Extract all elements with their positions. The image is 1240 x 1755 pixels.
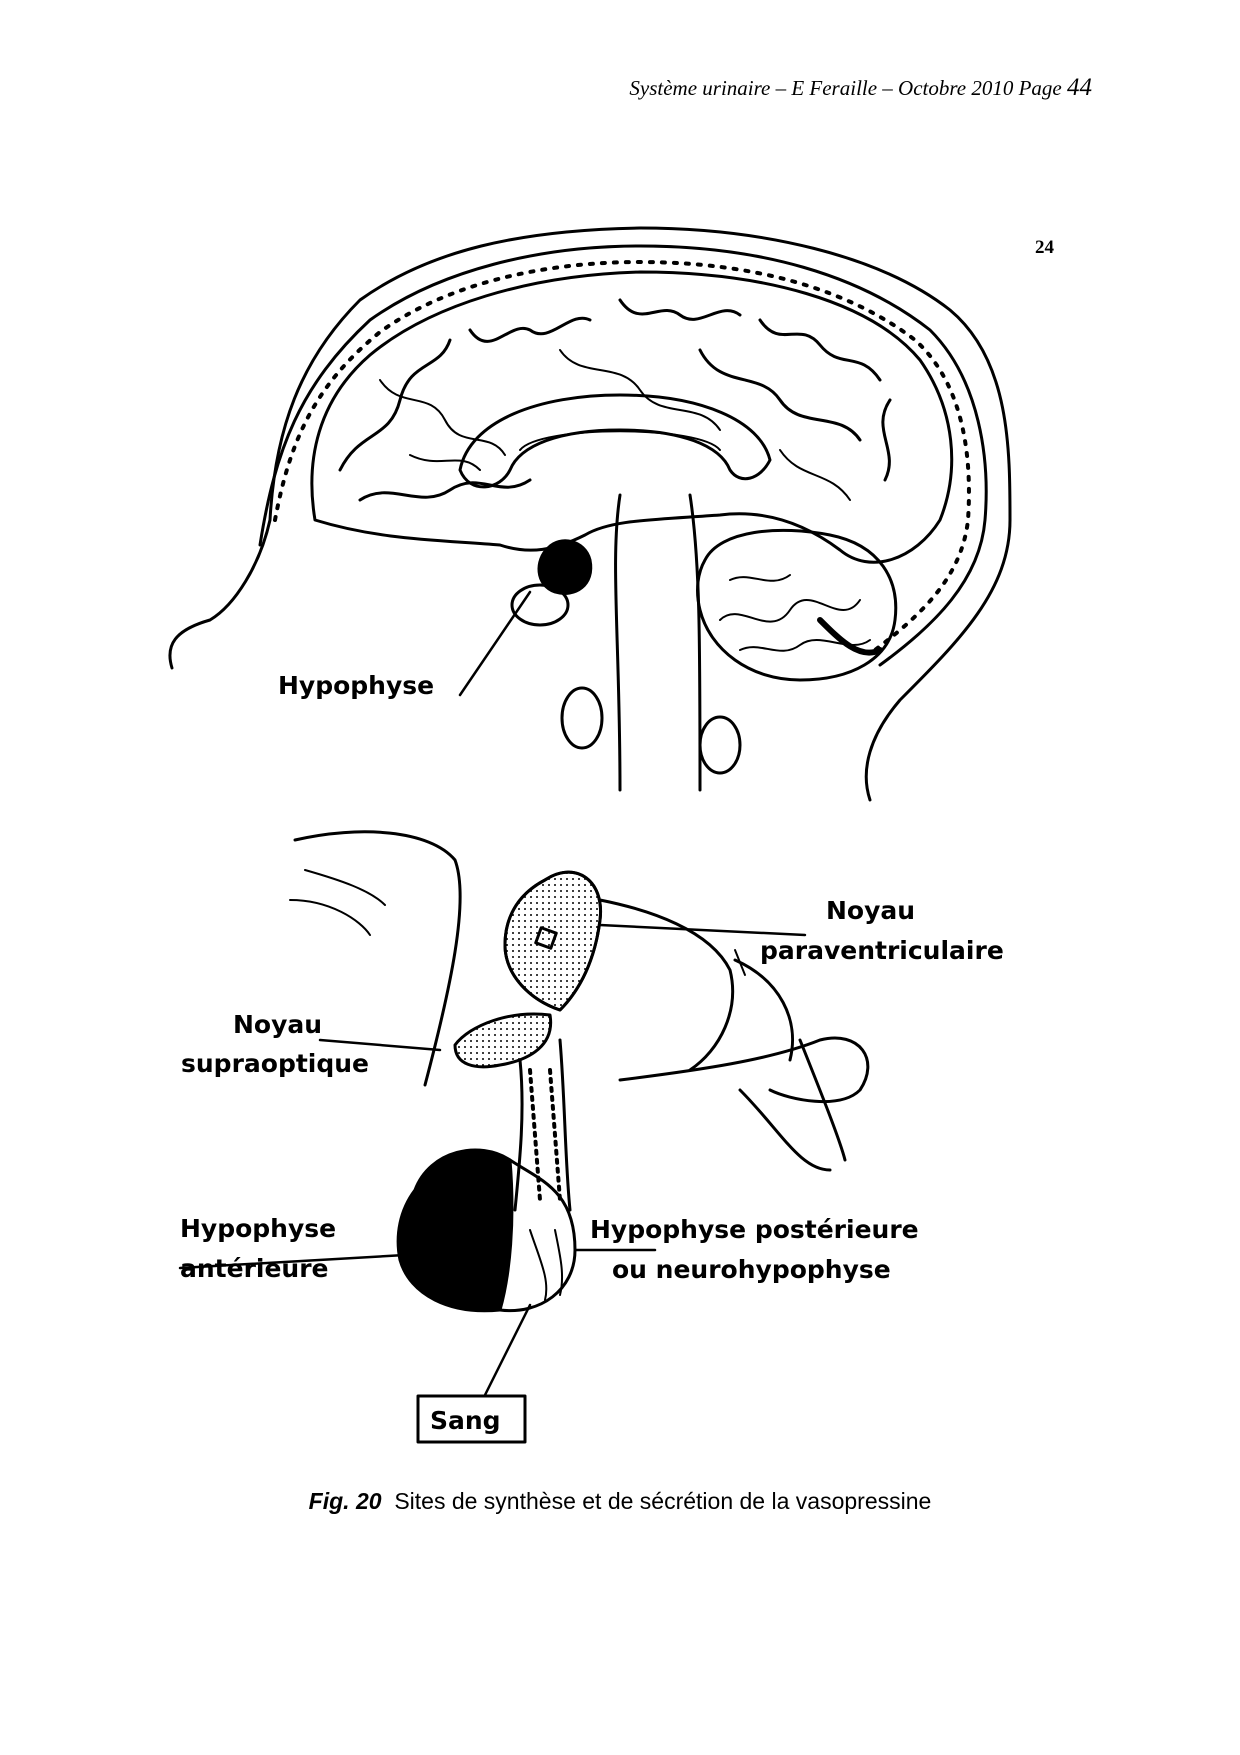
label-noyau-supraoptique-line2: supraoptique	[181, 1049, 369, 1078]
brain-section-drawing	[168, 226, 1012, 802]
label-sang: Sang	[430, 1406, 501, 1435]
page-number: 44	[1067, 74, 1092, 101]
label-hypophyse-posterieure-line1: Hypophyse postérieure	[590, 1215, 919, 1244]
figure-number: Fig. 20	[308, 1488, 382, 1514]
label-hypophyse-anterieure-line1: Hypophyse	[180, 1214, 336, 1243]
label-hypophyse-anterieure-line2: antérieure	[180, 1254, 329, 1283]
label-noyau-supraoptique-line1: Noyau	[233, 1010, 322, 1039]
plate-number: 24	[1035, 237, 1054, 258]
figure-caption: Fig. 20 Sites de synthèse et de sécrétio…	[0, 1488, 1240, 1515]
label-noyau-paraventriculaire-line2: paraventriculaire	[760, 936, 1004, 965]
figure-caption-text: Sites de synthèse et de sécrétion de la …	[394, 1488, 932, 1514]
running-header: Système urinaire – E Feraille – Octobre …	[629, 74, 1092, 102]
running-title: Système urinaire – E Feraille – Octobre …	[629, 76, 1067, 100]
label-noyau-paraventriculaire-line1: Noyau	[826, 896, 915, 925]
label-hypophyse-posterieure-line2: ou neurohypophyse	[612, 1255, 891, 1284]
label-hypophyse: Hypophyse	[278, 671, 434, 700]
hypothalamus-pituitary-drawing	[178, 830, 870, 1444]
